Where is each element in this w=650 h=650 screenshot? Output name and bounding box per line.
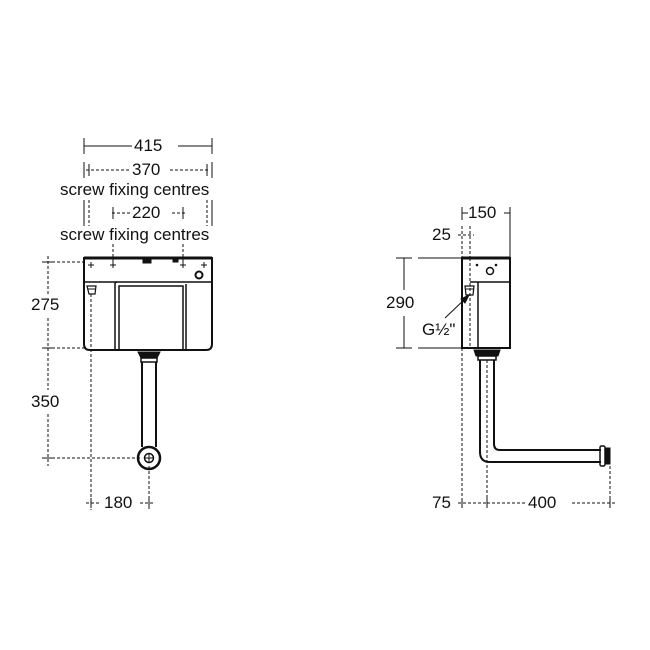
- dim-outlet-drop-label: 350: [29, 392, 62, 411]
- dim-height-label: 290: [384, 293, 417, 312]
- dim-pipe-projection-label: 400: [526, 493, 559, 512]
- screw-inner-caption: screw fixing centres: [60, 225, 210, 244]
- cistern-front-body: [83, 256, 213, 351]
- screw-outer-caption: screw fixing centres: [60, 180, 210, 199]
- dim-screw-inner-label: 220: [130, 203, 163, 222]
- dim-overall-width-label: 415: [132, 136, 165, 155]
- dim-screw-outer-label: 370: [130, 160, 163, 179]
- inlet-thread-label: G½": [422, 320, 456, 339]
- dim-inlet-offset-label: 25: [430, 225, 453, 244]
- dim-outlet-offset-label: 180: [102, 493, 135, 512]
- cistern-side-body: [461, 256, 511, 349]
- dim-cistern-height-label: 275: [29, 295, 62, 314]
- dim-depth-label: 150: [468, 203, 497, 222]
- dim-wall-offset-label: 75: [430, 493, 453, 512]
- flush-pipe-front: [136, 351, 162, 471]
- dim-415-line: [83, 138, 213, 154]
- flush-pipe-side: [473, 349, 611, 467]
